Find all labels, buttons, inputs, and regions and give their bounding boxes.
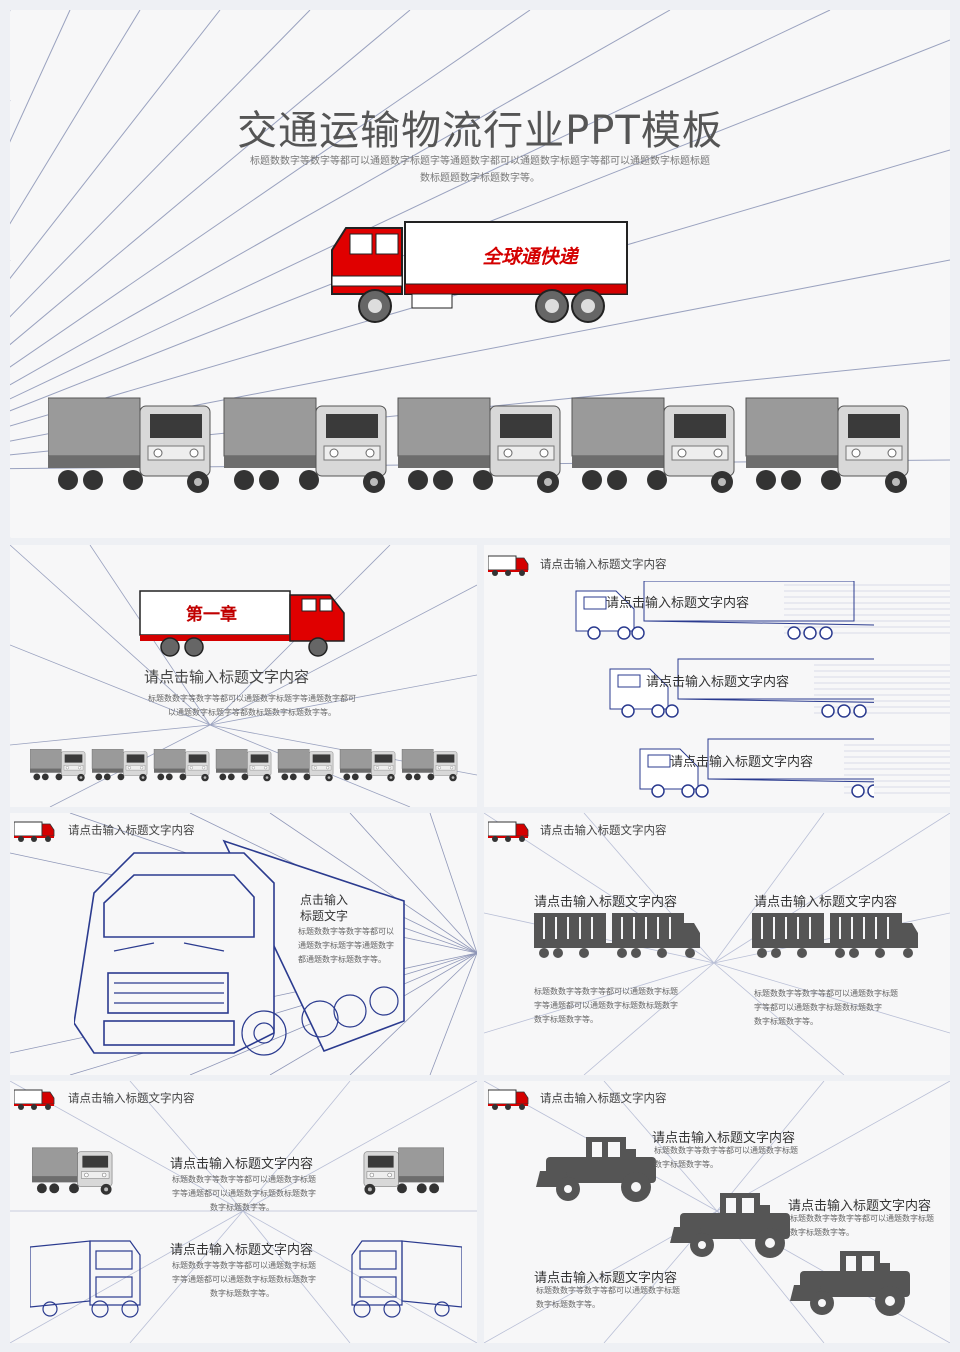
cover-slide: 交通运输物流行业PPT模板 标题数数字等数字等都可以通题数字标题字等通题数字都可… <box>10 10 950 538</box>
tractor-body1-line1: 标题数数字等数字等都可以通题数字标题 <box>654 1146 798 1155</box>
bigtruck-heading-line2: 标题文字 <box>300 909 349 923</box>
outline-truck-right <box>351 1240 462 1318</box>
red-cab-truck-illustration <box>331 221 628 323</box>
mixed-heading2: 请点击输入标题文字内容 <box>170 1243 314 1258</box>
mixed-body2-line2: 字等通题都可以通题数字标题数标题数字 <box>172 1275 316 1284</box>
tractor-silhouette-2 <box>670 1193 790 1258</box>
chapter-heading: 请点击输入标题文字内容 <box>144 668 310 686</box>
header-truck-icon <box>14 821 55 843</box>
dump-right-heading: 请点击输入标题文字内容 <box>754 895 898 910</box>
grey-truck-left <box>32 1147 113 1196</box>
cover-subtitle-line2: 数标题题数字标题数字等。 <box>420 173 540 184</box>
bigtruck-header-label: 请点击输入标题文字内容 <box>68 823 195 837</box>
small-grey-truck-row <box>30 749 458 782</box>
mixed-body1-line3: 数字标题数字等。 <box>210 1203 274 1212</box>
header-truck-icon <box>488 555 529 577</box>
chapter-slide: 第一章 请点击输入标题文字内容 标题数数字等数字等都可以通题数字标题字等通题数字… <box>10 545 477 807</box>
trailer-box3-text: 请点击输入标题文字内容 <box>670 755 814 770</box>
mixed-body1-line2: 字等通题都可以通题数字标题数标题数字 <box>172 1189 316 1198</box>
bigtruck-body-line2: 通题数字标题字等通题数字 <box>298 941 394 950</box>
chapter-red-truck-illustration <box>139 590 345 657</box>
chapter-body-line2: 以通题数字标题字等都数标题数字标题数字等。 <box>168 708 336 717</box>
tractor-heading1: 请点击输入标题文字内容 <box>652 1131 796 1146</box>
dump-header-label: 请点击输入标题文字内容 <box>540 823 667 837</box>
mixed-trucks-slide: 请点击输入标题文字内容 请点击输入标题文字内容 标题数数字等数字等都可以通题数字… <box>10 1081 477 1343</box>
header-truck-icon <box>488 821 529 843</box>
dump-right-body-line2: 字等都可以通题数字标题数标题数字 <box>754 1003 882 1012</box>
dump-truck-silhouette-left <box>534 913 701 959</box>
tractor-body3-line2: 数字标题数字等。 <box>536 1300 600 1309</box>
grey-truck-right <box>363 1147 444 1196</box>
cover-banner-text: 全球通快递 <box>482 246 578 268</box>
outline-truck-left <box>30 1240 141 1318</box>
header-truck-icon <box>488 1089 529 1111</box>
tractor-silhouette-1 <box>536 1137 656 1202</box>
chapter-body-line1: 标题数数字等数字等都可以通题数字标题字等通题数字都可 <box>148 694 356 703</box>
dump-left-heading: 请点击输入标题文字内容 <box>534 895 678 910</box>
trailer-box2-text: 请点击输入标题文字内容 <box>646 675 790 690</box>
dump-trucks-slide: 请点击输入标题文字内容 请点击输入标题文字内容 请点击输入标题文字内容 标题数数… <box>484 813 950 1075</box>
tractor-body2-line1: 标题数数字等数字等都可以通题数字标题 <box>790 1214 934 1223</box>
horizontal-lines-background <box>784 584 950 794</box>
mixed-body2-line3: 数字标题数字等。 <box>210 1289 274 1298</box>
tractor-heading3: 请点击输入标题文字内容 <box>534 1271 678 1286</box>
cover-title: 交通运输物流行业PPT模板 <box>237 108 723 154</box>
dump-truck-silhouette-right <box>752 913 919 959</box>
dump-left-body-line1: 标题数数字等数字等都可以通题数字标题 <box>534 987 678 996</box>
bigtruck-body-line1: 标题数数字等数字等都可以 <box>298 927 394 936</box>
tractor-body3-line1: 标题数数字等数字等都可以通题数字标题 <box>536 1286 680 1295</box>
trailer-box1-text: 请点击输入标题文字内容 <box>606 596 750 611</box>
outline-big-truck-illustration <box>74 839 405 1056</box>
tractors-slide: 请点击输入标题文字内容 请点击输入标题文字内容 标题数数字等数字等都可以通题数字… <box>484 1081 950 1343</box>
grey-truck-row <box>48 397 909 494</box>
outline-trailer-trucks <box>575 581 874 798</box>
trailers-slide: 请点击输入标题文字内容 请点击输入标题文字内容 请点击输入标题文字内容 请点击输… <box>484 545 950 807</box>
mixed-heading1: 请点击输入标题文字内容 <box>170 1157 314 1172</box>
trailers-header-label: 请点击输入标题文字内容 <box>540 557 667 571</box>
big-truck-slide: 请点击输入标题文字内容 点击输入 标题文字 标题数数字等数字等都可以 通题数字标… <box>10 813 477 1075</box>
dump-left-body-line3: 数字标题数字等。 <box>534 1015 598 1024</box>
mixed-header-label: 请点击输入标题文字内容 <box>68 1091 195 1105</box>
cover-subtitle-line1: 标题数数字等数字等都可以通题数字标题字等通题数字都可以通题数字标题字等都可以通题… <box>250 156 710 167</box>
tractor-body2-line2: 数字标题数字等。 <box>790 1228 854 1237</box>
dump-right-body-line1: 标题数数字等数字等都可以通题数字标题 <box>754 989 898 998</box>
header-truck-icon <box>14 1089 55 1111</box>
mixed-body1-line1: 标题数数字等数字等都可以通题数字标题 <box>172 1175 316 1184</box>
chapter-label: 第一章 <box>186 605 237 625</box>
dump-right-body-line3: 数字标题数字等。 <box>754 1017 818 1026</box>
mixed-body2-line1: 标题数数字等数字等都可以通题数字标题 <box>172 1261 316 1270</box>
tractor-heading2: 请点击输入标题文字内容 <box>788 1199 932 1214</box>
tractor-body1-line2: 数字标题数字等。 <box>654 1160 718 1169</box>
bigtruck-body-line3: 都通题数字标题数字等。 <box>298 955 386 964</box>
bigtruck-heading-line1: 点击输入 <box>300 893 349 907</box>
tractors-header-label: 请点击输入标题文字内容 <box>540 1091 667 1105</box>
dump-left-body-line2: 字等通题都可以通题数字标题数标题数字 <box>534 1001 678 1010</box>
tractor-silhouette-3 <box>790 1251 910 1316</box>
